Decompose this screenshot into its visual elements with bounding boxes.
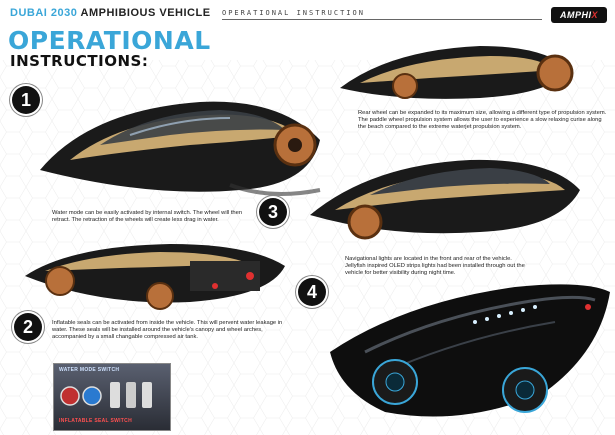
logo-x-text: X [591,10,598,20]
step-3-description: Rear wheel can be expanded to its maximu… [358,110,607,131]
operational-heading: OPERATIONAL [8,26,211,55]
switch-panel-image: WATER MODE SWITCH INFLATABLE SEAL SWITCH [53,363,171,431]
step-number-3: 3 [259,198,287,226]
step-2-description: Inflatable seals can be activated from i… [52,320,283,341]
water-mode-switch-label: WATER MODE SWITCH [59,367,120,373]
header-title-rest: AMPHIBIOUS VEHICLE [80,7,211,19]
vehicle-render-step-1-side [25,244,285,310]
header-title: DUBAI 2030 AMPHIBIOUS VEHICLE [10,7,211,19]
switch-knobs [60,382,152,408]
step-number-1: 1 [12,86,40,114]
instructions-heading: INSTRUCTIONS: [10,52,149,70]
step-number-2: 2 [14,313,42,341]
vehicle-render-step-3 [310,159,580,240]
vehicle-render-step-3-top [340,46,574,99]
header-divider [222,19,542,20]
vehicle-render-step-1 [40,101,321,196]
step-1-description: Water mode can be easily activated by in… [52,210,243,224]
logo-main-text: AMPHI [559,10,592,20]
step-4-description: Navigational lights are located in the f… [345,256,525,277]
header-subtitle: OPERATIONAL INSTRUCTION [222,9,365,17]
header-title-accent: DUBAI 2030 [10,7,78,19]
amphix-logo: AMPHIX [551,7,607,23]
step-number-4: 4 [298,278,326,306]
inflatable-seal-switch-label: INFLATABLE SEAL SWITCH [59,418,132,424]
vehicle-render-step-4 [330,284,610,417]
